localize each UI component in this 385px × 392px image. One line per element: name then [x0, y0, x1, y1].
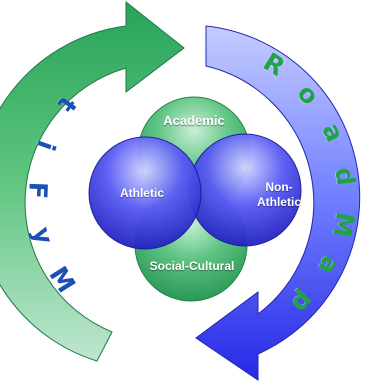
myfit-letter: F	[23, 181, 53, 200]
myfit-arrow	[0, 0, 185, 362]
non-athletic-label-line1: Non-	[265, 180, 293, 194]
academic-label: Academic	[163, 113, 225, 128]
roadmap-letter: M	[326, 209, 360, 240]
social-cultural-label: Social-Cultural	[149, 259, 235, 273]
athletic-circle	[88, 136, 202, 250]
roadmap-arrow	[195, 25, 361, 381]
non-athletic-label-line2: Athletic	[256, 195, 301, 209]
athletic-label: Athletic	[119, 186, 164, 200]
roadmap-letter: d	[329, 166, 361, 188]
non-athletic-label: Non- Athletic	[248, 180, 310, 210]
